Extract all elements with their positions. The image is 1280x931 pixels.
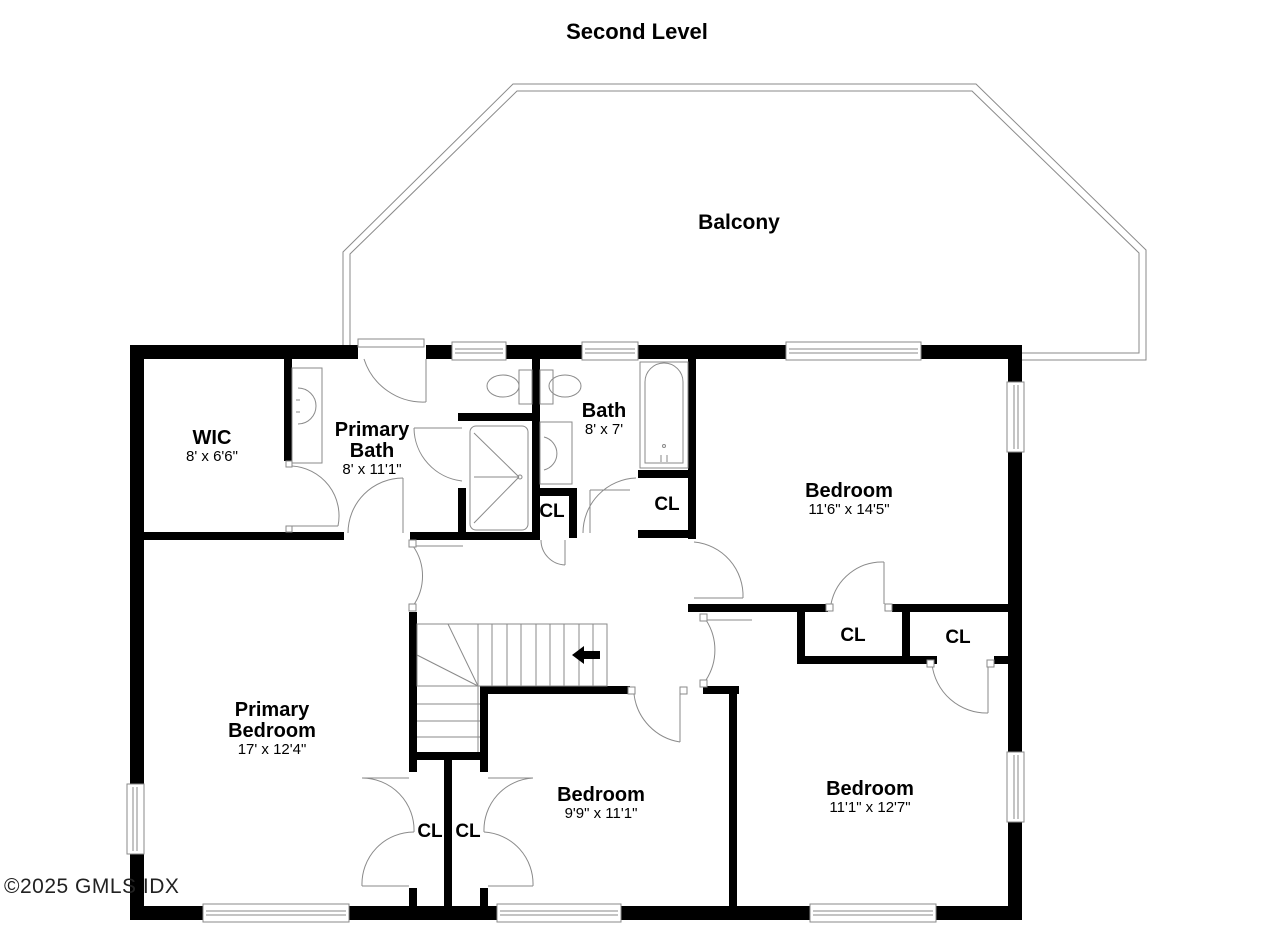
room-dimensions: 8' x 6'6" (186, 448, 238, 465)
interior-walls (144, 359, 1008, 906)
room-label-bedroom-se: Bedroom 11'1" x 12'7" (826, 779, 914, 816)
room-dimensions: 17' x 12'4" (237, 741, 307, 758)
room-label-primary-bath: Primary Bath 8' x 11'1" (335, 420, 410, 478)
exterior-walls (130, 345, 1022, 920)
room-label-bath: Bath 8' x 7' (582, 401, 626, 438)
plan-title: Second Level (566, 19, 708, 44)
room-dimensions: 8' x 7' (584, 421, 624, 438)
room-label-primary-bedroom: Primary Bedroom 17' x 12'4" (228, 700, 316, 758)
stair-direction-arrow-icon (572, 646, 600, 664)
room-label-bedroom-ne: Bedroom 11'6" x 14'5" (805, 481, 893, 518)
closet-label: CL (654, 494, 680, 515)
room-name: Bath (581, 400, 627, 422)
room-name: Bedroom (805, 480, 893, 502)
room-dimensions: 8' x 11'1" (342, 461, 402, 478)
room-name: Primary (334, 419, 410, 441)
room-label-wic: WIC 8' x 6'6" (186, 428, 238, 465)
room-dimensions: 11'1" x 12'7" (829, 799, 911, 816)
room-dimensions: 11'6" x 14'5" (808, 501, 890, 518)
room-name: Bath (349, 440, 395, 462)
fixtures (291, 361, 689, 531)
copyright-watermark: ©2025 GMLS IDX (4, 875, 180, 898)
balcony-label: Balcony (698, 211, 780, 234)
windows (126, 341, 1025, 923)
room-name: Bedroom (557, 784, 645, 806)
closet-label: CL (840, 625, 866, 646)
doors (285, 427, 995, 887)
closet-label: CL (945, 627, 971, 648)
room-name: Primary (234, 699, 310, 721)
room-dimensions: 9'9" x 11'1" (564, 805, 638, 822)
room-label-bedroom-s: Bedroom 9'9" x 11'1" (557, 785, 645, 822)
balcony-door (357, 338, 427, 403)
room-name: Bedroom (826, 778, 914, 800)
closet-label: CL (417, 821, 443, 842)
closet-label: CL (455, 821, 481, 842)
staircase (416, 623, 608, 752)
room-name: WIC (192, 427, 232, 449)
room-name: Bedroom (228, 720, 316, 742)
closet-label: CL (539, 501, 565, 522)
balcony-outline (342, 83, 1147, 361)
